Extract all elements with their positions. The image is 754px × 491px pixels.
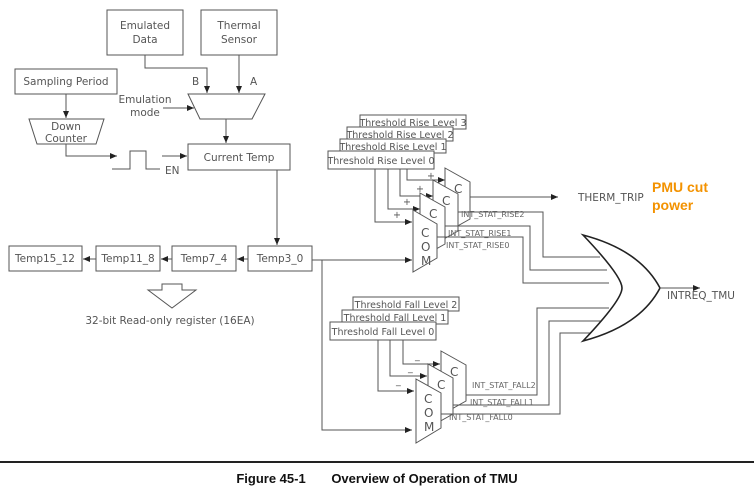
- mux-input-b-label: B: [192, 76, 199, 88]
- figure-title: Overview of Operation of TMU: [331, 471, 518, 486]
- wire-int-stat-rise0: [437, 236, 609, 284]
- com-letter: M: [424, 420, 434, 434]
- wire-int-stat-rise1: [445, 225, 607, 271]
- rise-threshold-0: Threshold Rise Level 0: [326, 156, 434, 167]
- enable-label: EN: [165, 165, 180, 177]
- emulation-mode-label-1: Emulation: [119, 94, 172, 106]
- down-counter-block: Down Counter: [28, 118, 105, 145]
- fall-threshold-0: Threshold Fall Level 0: [331, 327, 435, 338]
- rise-comparator-0: C O M: [412, 209, 438, 273]
- wire-fall-threshold-2: [402, 340, 440, 367]
- current-temp-label: Current Temp: [204, 152, 275, 164]
- com-letter: C: [429, 207, 437, 221]
- sampling-period-label: Sampling Period: [23, 76, 108, 88]
- temp15-12-label: Temp15_12: [14, 253, 75, 265]
- sampling-period-block: Sampling Period: [14, 68, 118, 95]
- mux-input-a-label: A: [250, 76, 258, 88]
- int-stat-fall0-label: INT_STAT_FALL0: [449, 413, 513, 422]
- int-stat-rise0-label: INT_STAT_RISE0: [446, 241, 509, 250]
- com-letter: M: [421, 254, 431, 268]
- rise-threshold-3: Threshold Rise Level 3: [358, 118, 466, 129]
- current-temp-block: Current Temp: [187, 143, 291, 171]
- int-stat-rise2-label: INT_STAT_RISE2: [461, 210, 524, 219]
- temp15-12-register: Temp15_12: [8, 245, 83, 272]
- com-letter: C: [437, 378, 445, 392]
- com-letter: O: [424, 406, 433, 420]
- pmu-annotation-line-1: PMU cut: [652, 179, 708, 195]
- com-letter: C: [421, 226, 429, 240]
- fall-sign-2: _: [414, 351, 420, 362]
- down-counter-label-1: Down: [51, 121, 81, 133]
- emulated-data-label-2: Data: [132, 34, 157, 46]
- figure-number: Figure 45-1: [236, 471, 306, 486]
- rise-sign-0: +: [393, 210, 401, 221]
- wire-int-stat-fall1: [453, 320, 607, 406]
- rise-threshold-2: Threshold Rise Level 2: [345, 130, 453, 141]
- com-letter: C: [442, 194, 450, 208]
- wire-emulated-to-mux: [144, 55, 210, 93]
- pmu-annotation-line-2: power: [652, 197, 694, 213]
- wire-int-stat-fall2: [466, 307, 609, 396]
- wire-int-stat-rise2: [458, 211, 600, 258]
- wire-fall-threshold-0: [377, 340, 414, 394]
- fall-threshold-1: Threshold Fall Level 1: [343, 313, 447, 324]
- rise-sign-3: +: [427, 171, 435, 182]
- wire-fall-threshold-1: [389, 340, 427, 379]
- fall-sign-0: _: [395, 376, 401, 387]
- com-letter: C: [450, 365, 458, 379]
- rise-sign-1: +: [403, 197, 411, 208]
- thermal-sensor-label-1: Thermal: [216, 20, 260, 32]
- thermal-sensor-block: Thermal Sensor: [200, 9, 278, 56]
- temp7-4-register: Temp7_4: [171, 245, 237, 272]
- rise-threshold-1: Threshold Rise Level 1: [338, 142, 446, 153]
- temp3-0-label: Temp3_0: [256, 253, 304, 265]
- wire-counter-out: [65, 144, 117, 159]
- rise-threshold-stack: Threshold Rise Level 3 Threshold Rise Le…: [326, 114, 467, 170]
- down-counter-label-2: Counter: [45, 133, 88, 145]
- temp11-8-label: Temp11_8: [100, 253, 154, 265]
- therm-trip-label: THERM_TRIP: [577, 192, 644, 204]
- enable-pulse: [112, 150, 160, 170]
- figure-caption: Figure 45-1 Overview of Operation of TMU: [0, 471, 754, 486]
- emulated-data-block: Emulated Data: [106, 9, 184, 56]
- rise-sign-2: +: [416, 184, 424, 195]
- caption-divider: [0, 461, 754, 463]
- temp7-4-label: Temp7_4: [180, 253, 228, 265]
- int-stat-rise1-label: INT_STAT_RISE1: [448, 229, 511, 238]
- fall-threshold-2: Threshold Fall Level 2: [354, 300, 458, 311]
- com-letter: C: [454, 182, 462, 196]
- com-letter: C: [424, 392, 432, 406]
- register-down-arrow-icon: [146, 283, 198, 309]
- emulated-data-label-1: Emulated: [120, 20, 170, 32]
- wire-temp-to-fall-com: [321, 260, 412, 433]
- wire-rise-threshold-3: [406, 169, 445, 183]
- int-stat-fall1-label: INT_STAT_FALL1: [470, 398, 534, 407]
- intreq-label: INTREQ_TMU: [667, 290, 735, 302]
- int-stat-fall2-label: INT_STAT_FALL2: [472, 381, 536, 390]
- fall-comparator-0: C O M: [415, 378, 442, 444]
- wire-rise-threshold-1: [387, 169, 420, 212]
- or-gate: [580, 233, 661, 343]
- input-mux: [187, 93, 266, 120]
- register-note: 32-bit Read-only register (16EA): [85, 315, 254, 327]
- wire-int-stat-fall0: [441, 332, 600, 415]
- temp3-0-register: Temp3_0: [247, 245, 313, 272]
- wire-rise-threshold-0: [374, 169, 412, 225]
- temp11-8-register: Temp11_8: [95, 245, 161, 272]
- com-letter: O: [421, 240, 430, 254]
- emulation-mode-label-2: mode: [130, 107, 160, 119]
- thermal-sensor-label-2: Sensor: [221, 34, 258, 46]
- fall-threshold-stack: Threshold Fall Level 2 Threshold Fall Le…: [329, 296, 460, 341]
- fall-sign-1: _: [407, 363, 413, 374]
